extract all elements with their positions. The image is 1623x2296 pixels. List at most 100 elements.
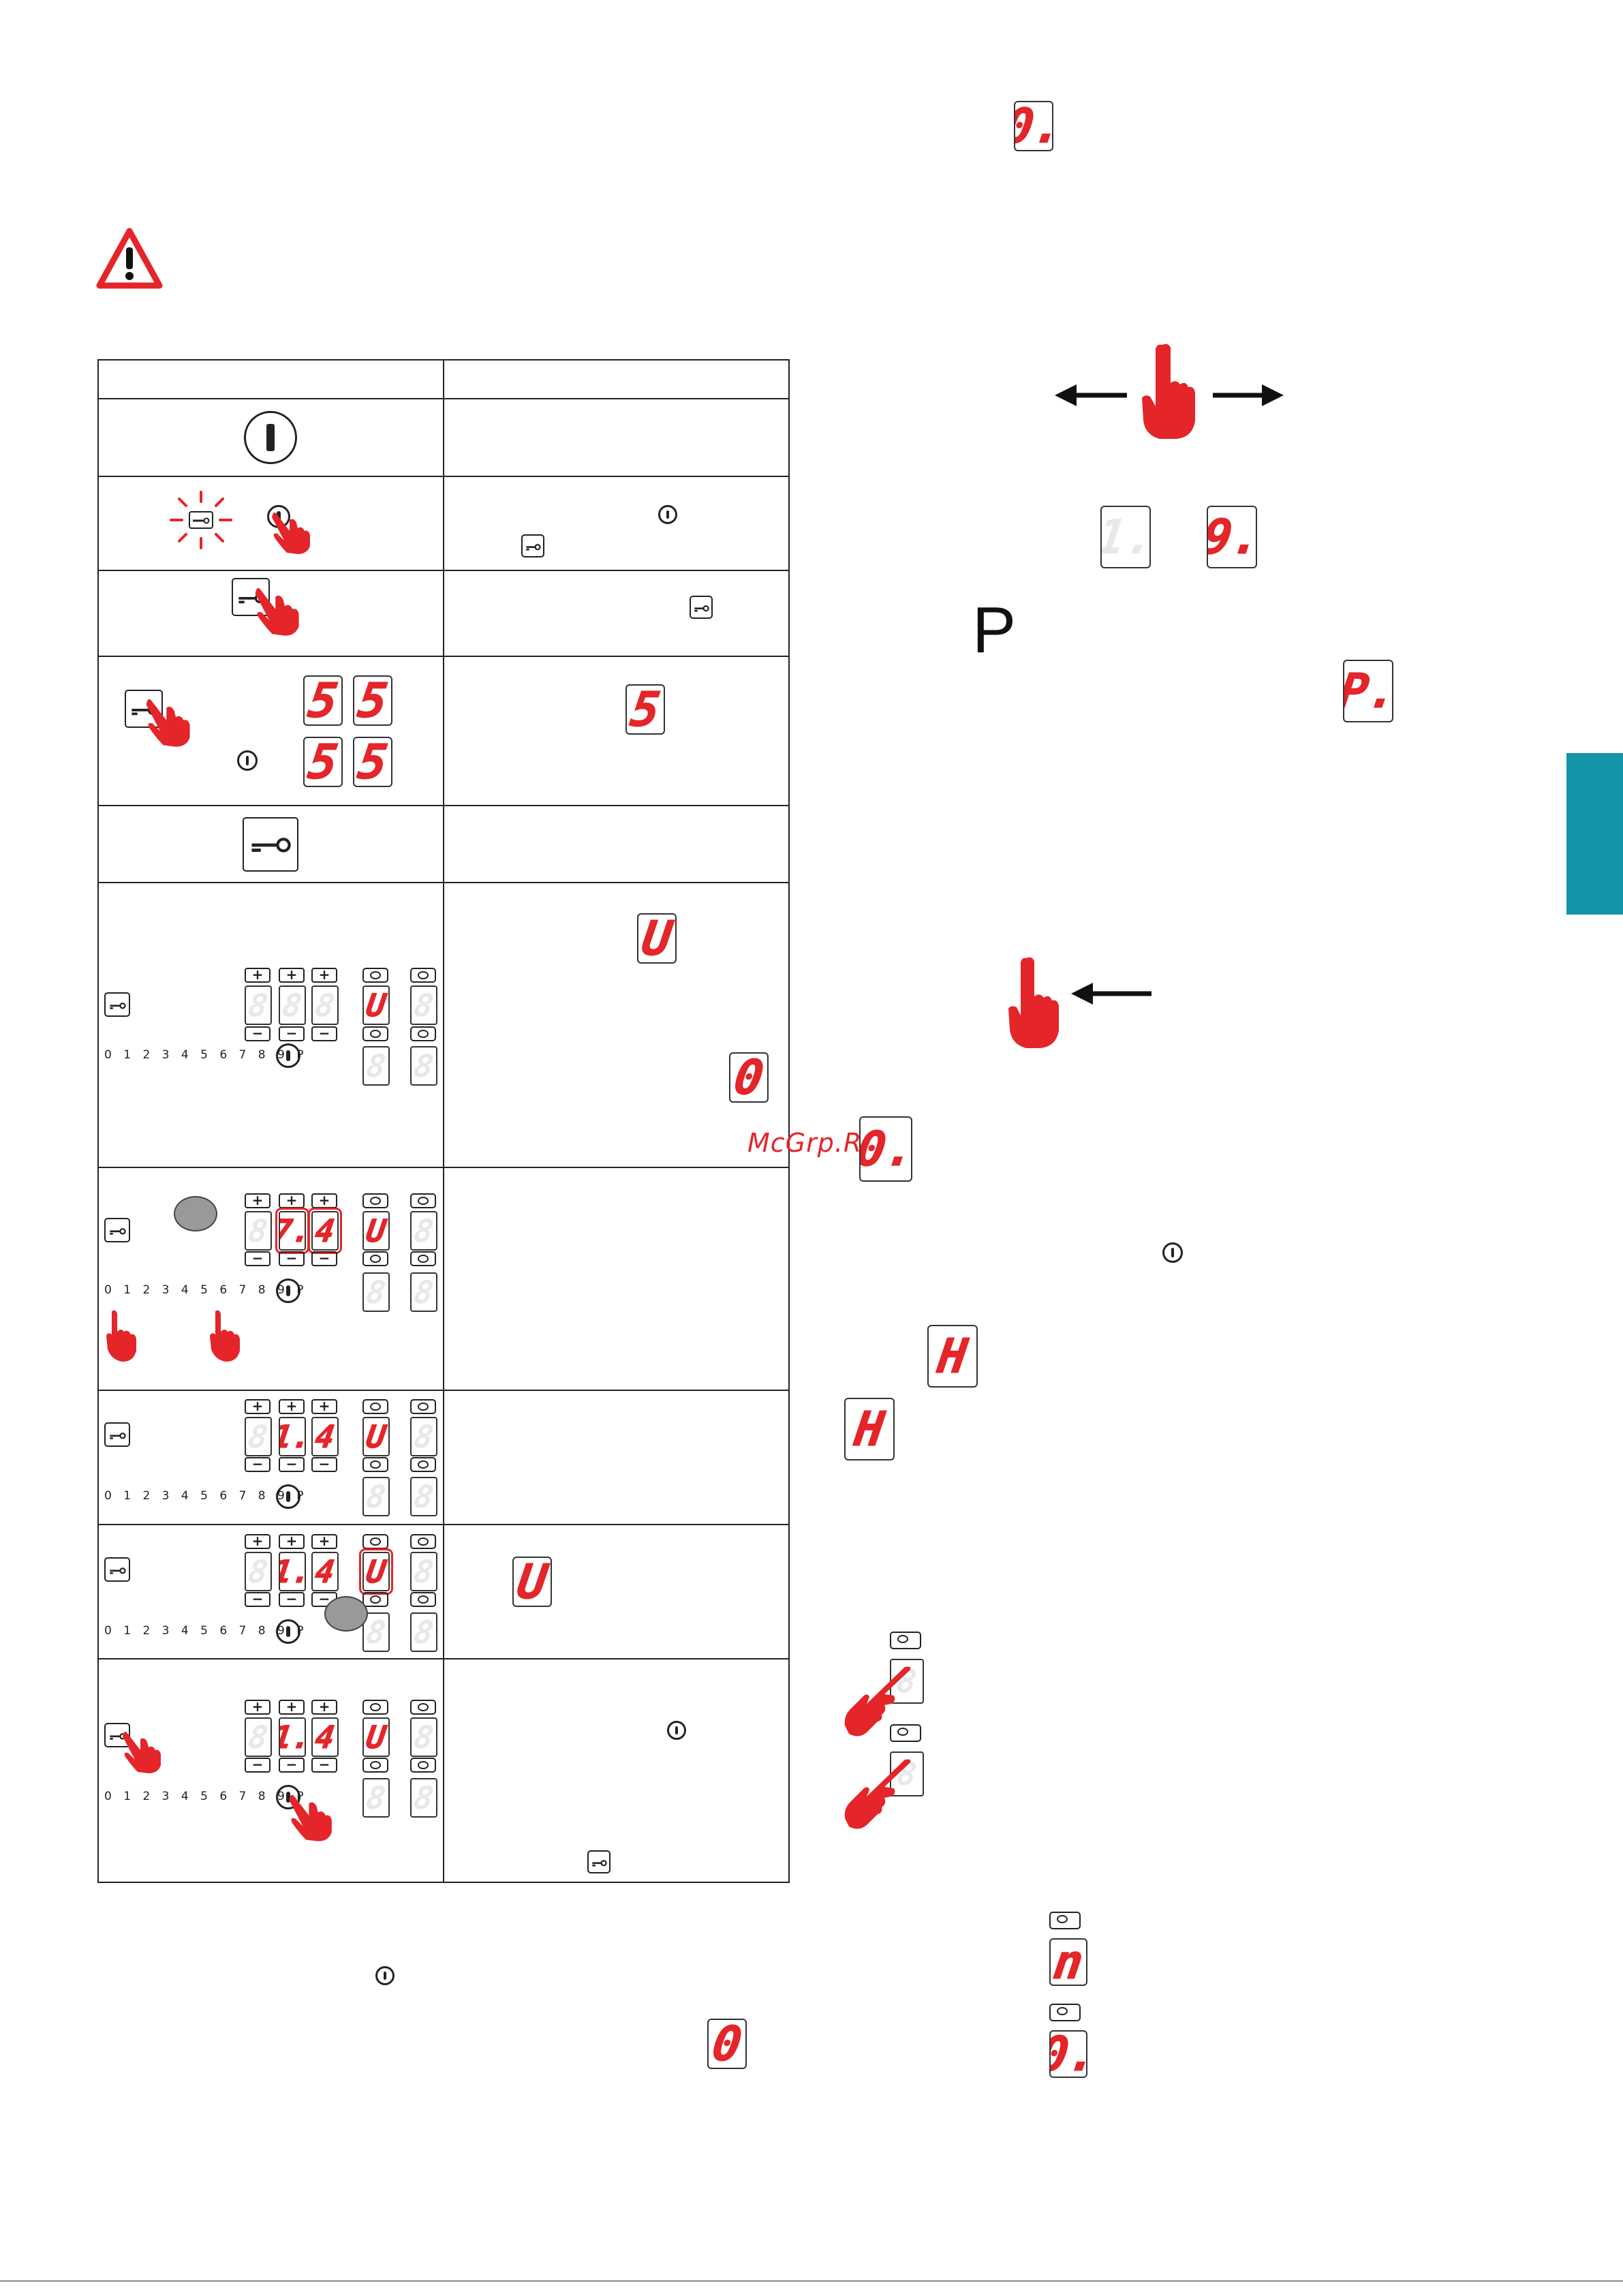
power-scale[interactable]: 0 1 2 3 4 5 6 7 8 9 P xyxy=(104,1489,308,1503)
timer-display: 8 xyxy=(362,1612,390,1652)
plus-button[interactable]: + xyxy=(311,1700,337,1715)
hand-press-icon xyxy=(289,1794,332,1841)
timer-display: 8 xyxy=(410,1717,437,1757)
minus-button[interactable]: − xyxy=(245,1758,270,1773)
timer-display: 8 xyxy=(362,1778,390,1818)
plus-button[interactable]: + xyxy=(311,968,337,983)
slide-left-gesture-icon xyxy=(1008,957,1151,1048)
timer-button[interactable] xyxy=(362,968,388,983)
timer-display: 8 xyxy=(362,1272,390,1312)
timer-button[interactable] xyxy=(410,1700,436,1715)
plus-button[interactable]: + xyxy=(245,1534,270,1549)
power-icon xyxy=(375,1966,395,1985)
key-button[interactable] xyxy=(104,1557,130,1582)
timer-button[interactable] xyxy=(410,968,436,983)
plus-button[interactable]: + xyxy=(279,1534,305,1549)
timer-button[interactable] xyxy=(362,1193,388,1208)
timer-button[interactable] xyxy=(890,1632,921,1649)
power-button[interactable] xyxy=(276,1619,300,1644)
timer-button[interactable] xyxy=(410,1592,436,1607)
minus-button[interactable]: − xyxy=(245,1251,270,1266)
key-icon xyxy=(243,817,298,872)
key-button[interactable] xyxy=(104,1422,130,1447)
timer-button[interactable] xyxy=(1049,2004,1081,2021)
minus-button[interactable]: − xyxy=(245,1592,270,1607)
timer-button[interactable] xyxy=(362,1026,388,1041)
timer-button[interactable] xyxy=(362,1534,388,1549)
timer-button[interactable] xyxy=(362,1251,388,1266)
timer-button[interactable] xyxy=(410,1758,436,1773)
hand-press-icon xyxy=(272,512,310,554)
timer-button[interactable] xyxy=(362,1758,388,1773)
power-button[interactable] xyxy=(276,1043,300,1068)
plus-button[interactable]: + xyxy=(279,968,305,983)
plus-button[interactable]: + xyxy=(311,1193,337,1208)
table-row-divider xyxy=(97,398,790,399)
plus-button[interactable]: + xyxy=(311,1399,337,1414)
timer-display: 8 xyxy=(410,1046,437,1086)
timer-display: 8 xyxy=(410,1272,437,1312)
minus-button[interactable]: − xyxy=(311,1251,337,1266)
power-scale[interactable]: 0 1 2 3 4 5 6 7 8 9 P xyxy=(104,1624,308,1638)
timer-button[interactable] xyxy=(890,1724,921,1742)
minus-button[interactable]: − xyxy=(311,1457,337,1472)
minus-button[interactable]: − xyxy=(279,1251,305,1266)
key-button[interactable] xyxy=(104,992,130,1017)
power-button[interactable] xyxy=(276,1279,300,1303)
timer-display: U xyxy=(362,1211,390,1251)
timer-button[interactable] xyxy=(362,1399,388,1414)
plus-button[interactable]: + xyxy=(311,1534,337,1549)
timer-button[interactable] xyxy=(362,1457,388,1472)
minus-button[interactable]: − xyxy=(245,1457,270,1472)
timer-display: 8 xyxy=(410,1612,437,1652)
zone-display: 1. xyxy=(279,1417,306,1456)
timer-display: 8 xyxy=(362,1046,390,1086)
minus-button[interactable]: − xyxy=(245,1026,270,1041)
hand-press-icon xyxy=(123,1731,161,1773)
page-footer-line xyxy=(0,2280,1623,2282)
zone-display: 4 xyxy=(311,1552,339,1591)
key-button[interactable] xyxy=(104,1218,130,1242)
table-row-divider xyxy=(97,1390,790,1391)
timer-button[interactable] xyxy=(410,1457,436,1472)
key-button[interactable] xyxy=(104,1723,130,1747)
table-row-divider xyxy=(97,1167,790,1168)
hand-minus-icon xyxy=(106,1310,136,1362)
plus-button[interactable]: + xyxy=(245,1193,270,1208)
minus-button[interactable]: − xyxy=(311,1026,337,1041)
zone-display: 5 xyxy=(303,675,343,726)
zone-display: 8 xyxy=(245,1552,272,1591)
timer-button[interactable] xyxy=(1049,1912,1081,1929)
minus-button[interactable]: − xyxy=(311,1758,337,1773)
timer-button[interactable] xyxy=(362,1700,388,1715)
timer-button[interactable] xyxy=(410,1399,436,1414)
power-scale[interactable]: 0 1 2 3 4 5 6 7 8 9 P xyxy=(104,1048,308,1062)
status-display: U xyxy=(637,913,677,964)
timer-button[interactable] xyxy=(410,1026,436,1041)
timer-button[interactable] xyxy=(410,1251,436,1266)
table-column-divider xyxy=(443,359,444,1883)
timer-button[interactable] xyxy=(410,1193,436,1208)
zone-display: 5 xyxy=(303,737,343,787)
timer-button[interactable] xyxy=(410,1534,436,1549)
key-icon xyxy=(521,534,544,557)
plus-button[interactable]: + xyxy=(245,1399,270,1414)
minus-button[interactable]: − xyxy=(279,1758,305,1773)
power-button[interactable] xyxy=(276,1484,300,1509)
power-scale[interactable]: 0 1 2 3 4 5 6 7 8 9 P xyxy=(104,1283,308,1297)
minus-button[interactable]: − xyxy=(279,1592,305,1607)
status-display: U xyxy=(512,1557,552,1607)
plus-button[interactable]: + xyxy=(279,1193,305,1208)
plus-button[interactable]: + xyxy=(245,968,270,983)
plus-button[interactable]: + xyxy=(279,1399,305,1414)
minus-button[interactable]: − xyxy=(279,1026,305,1041)
power-scale[interactable]: 0 1 2 3 4 5 6 7 8 9 P xyxy=(104,1790,308,1803)
zone-display: 5 xyxy=(353,737,392,787)
plus-button[interactable]: + xyxy=(279,1700,305,1715)
timer-button[interactable] xyxy=(362,1592,388,1607)
timer-display: 8 xyxy=(410,1778,437,1818)
minus-button[interactable]: − xyxy=(279,1457,305,1472)
plus-button[interactable]: + xyxy=(245,1700,270,1715)
power-button[interactable] xyxy=(276,1785,300,1809)
boost-display: P. xyxy=(1343,660,1393,722)
